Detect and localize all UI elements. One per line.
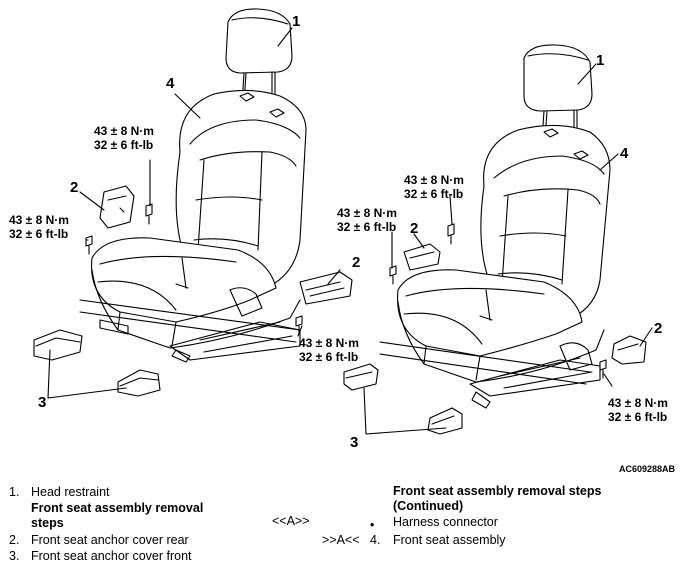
left-seat-rails — [79, 287, 301, 363]
right-anchor-cover-rear-right — [611, 335, 647, 365]
legend-item3-text: Front seat anchor cover front — [31, 549, 192, 563]
right-seat-rails — [379, 341, 601, 409]
legend-bullet: • — [370, 518, 375, 532]
legend-ref-a: <<A>> — [272, 514, 310, 528]
legend-heading-left-line1: Front seat assembly removal — [31, 501, 204, 515]
right-anchor-cover-rear-left — [403, 243, 441, 271]
callout-right-1: 1 — [596, 52, 605, 69]
legend-item1-text: Head restraint — [31, 485, 110, 499]
left-bolts — [85, 203, 303, 335]
callout-left-1: 1 — [292, 13, 301, 30]
legend-item1-num: 1. — [9, 485, 20, 499]
callout-left-2: 2 — [70, 179, 79, 196]
right-bolts — [389, 223, 607, 379]
legend-heading-right-line2: (Continued) — [393, 499, 464, 513]
callout-left-4: 4 — [166, 75, 175, 92]
legend-item2-num: 2. — [9, 533, 20, 547]
legend-item4-num: 4. — [370, 533, 381, 547]
legend-ref-a2: >>A<< — [322, 533, 360, 547]
figure-id: AC609288AB — [619, 464, 676, 474]
callout-right-4: 4 — [620, 145, 629, 162]
legend-heading-left-line2: steps — [31, 516, 64, 530]
callout-right-2b: 2 — [654, 320, 663, 337]
legend-item3-num: 3. — [9, 549, 20, 563]
left-seat-back — [175, 89, 307, 287]
callout-right-2: 2 — [410, 220, 419, 237]
legend-harness-connector: Harness connector — [393, 515, 498, 529]
legend-heading-right-line1: Front seat assembly removal steps — [393, 484, 602, 498]
right-anchor-cover-front-1 — [343, 363, 379, 391]
callout-left-3: 3 — [38, 394, 47, 411]
callout-left-2b: 2 — [352, 254, 361, 271]
legend-item4-text: Front seat assembly — [393, 533, 506, 547]
legend-item2-text: Front seat anchor cover rear — [31, 533, 189, 547]
left-anchor-cover-front-2 — [117, 369, 161, 397]
left-leader-lines — [47, 27, 341, 399]
left-anchor-cover-front-1 — [33, 329, 83, 361]
right-anchor-cover-front-2 — [427, 407, 463, 435]
right-head-restraint — [523, 44, 593, 141]
left-head-restraint — [225, 8, 293, 105]
left-anchor-cover-rear-right — [299, 271, 353, 305]
right-leader-lines — [363, 63, 653, 435]
callout-right-3: 3 — [350, 434, 359, 451]
left-seat-cushion — [91, 237, 301, 349]
left-anchor-cover-rear-top — [99, 185, 135, 229]
